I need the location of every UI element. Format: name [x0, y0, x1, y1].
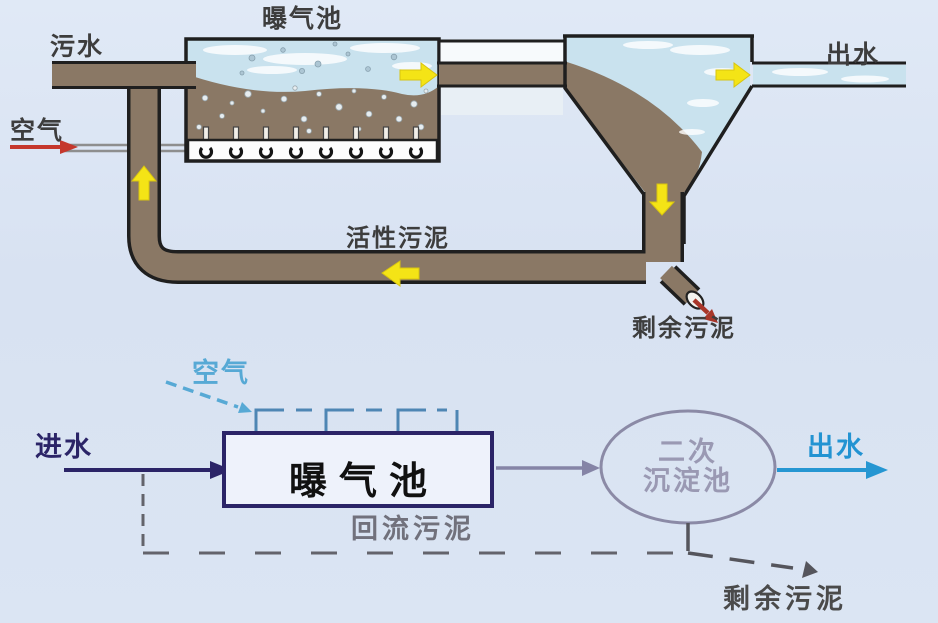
clarifier-water-streaks: [623, 41, 740, 135]
label-return-sludge: 回流污泥: [351, 514, 475, 545]
tank-outlet-yellow-arrow: [399, 62, 438, 88]
diffuser-rings: [198, 146, 424, 159]
sludge-bubbles: [196, 85, 429, 134]
label-activated-sludge: 活性污泥: [346, 224, 450, 252]
aeration-tank-box: [222, 431, 494, 508]
effluent-channel: [752, 61, 906, 88]
riser-yellow-arrow: [130, 165, 158, 201]
label-effluent-top: 出水: [826, 40, 881, 69]
yellow-flow-arrows: [130, 62, 751, 287]
surplus-sludge-dashed-arrow: [686, 523, 818, 578]
air-inlet-red-arrow: [10, 140, 78, 154]
sedimentation-tank-wall: [563, 34, 754, 247]
air-dashed-arrow: [165, 380, 252, 413]
clarifier-underflow-yellow-arrow: [648, 183, 676, 216]
clarifier-line1: 二次: [658, 437, 718, 468]
sedimentation-tank: [563, 34, 754, 252]
tank-connecting-channel: [437, 39, 567, 115]
label-secondary-clarifier: 二次 沉淀池: [601, 438, 775, 496]
bottom-schematic-diagram: [64, 380, 888, 578]
return-sludge-yellow-arrow: [381, 260, 420, 287]
aeration-tank: [184, 37, 441, 163]
return-sludge-dashed-line: [141, 474, 688, 555]
label-surplus-sludge-top: 剩余污泥: [632, 314, 736, 342]
influent-arrow: [64, 461, 232, 479]
diffuser-stems: [202, 126, 420, 142]
label-effluent-bottom: 出水: [807, 432, 865, 463]
top-pictorial-diagram: [10, 34, 906, 323]
clarifier-line2: 沉淀池: [643, 466, 733, 498]
effluent-arrow: [777, 461, 888, 479]
surplus-sludge-red-arrow: [692, 298, 718, 323]
label-aeration-tank-top: 曝气池: [262, 4, 344, 33]
aeration-tank-wall: [184, 37, 441, 163]
label-air-top: 空气: [10, 116, 65, 145]
tank-to-clarifier-arrow: [496, 460, 600, 476]
label-influent: 进水: [35, 432, 93, 463]
air-pipe: [62, 143, 190, 153]
label-sewage-in: 污水: [50, 32, 105, 61]
label-surplus-sludge-bottom: 剩余污泥: [723, 584, 847, 615]
water-bubbles: [239, 41, 398, 76]
air-diffuser-brackets: [254, 408, 459, 433]
label-aeration-tank-box: 曝气池: [288, 459, 439, 503]
diffuser-box: [186, 138, 439, 163]
clarifier-outlet-yellow-arrow: [715, 62, 751, 88]
label-air-bottom: 空气: [192, 358, 250, 389]
